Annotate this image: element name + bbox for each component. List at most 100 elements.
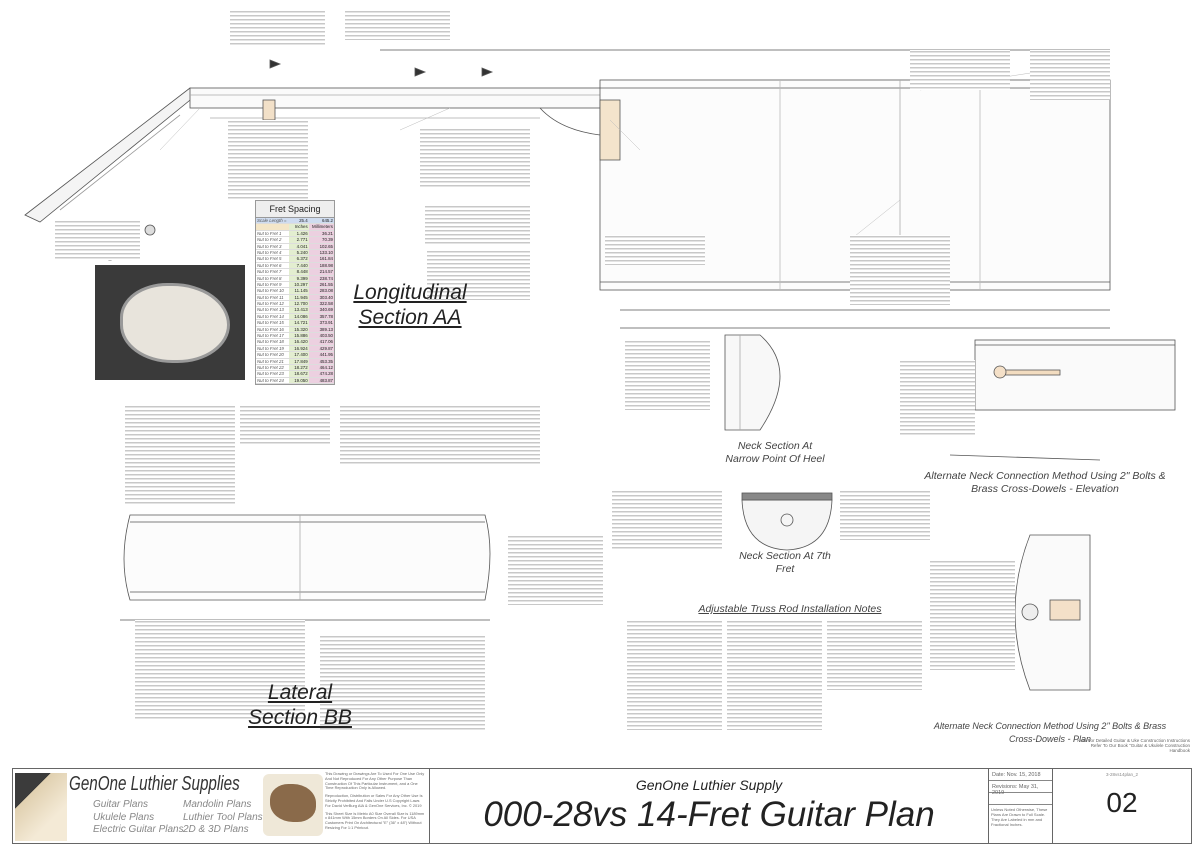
fret-label: Nut to Fret 22: [257, 364, 284, 370]
fret-mm: 373.91: [308, 320, 334, 326]
note-text: [230, 10, 325, 45]
detail-note: Note For Detailed Guitar & Uke Construct…: [1076, 738, 1190, 753]
fret-label: Nut to Fret 12: [257, 301, 284, 307]
plan-title: 000-28vs 14-Fret Guitar Plan: [483, 795, 935, 834]
fret-mm: 261.55: [308, 281, 334, 288]
link-mandolin-plans[interactable]: Mandolin Plans: [183, 799, 252, 810]
fret-mm: 453.35: [308, 358, 334, 364]
fret-inches: 8.448: [289, 269, 309, 275]
fret-mm: 474.28: [308, 371, 334, 377]
section-title-bb: Lateral Section BB: [248, 681, 352, 729]
caption-neck-7th: Neck Section At 7th Fret: [739, 550, 831, 575]
guitar-body-photo: [95, 265, 245, 380]
fret-label: Nut to Fret 5: [257, 256, 282, 262]
fret-mm: 483.87: [308, 377, 334, 384]
fret-inches: 11.145: [289, 288, 309, 294]
fret-inches: 19.050: [289, 377, 309, 384]
link-electric-guitar-plans[interactable]: Electric Guitar Plans: [93, 824, 184, 835]
fret-label: Nut to Fret 11: [257, 294, 284, 300]
fret-mm: 340.69: [308, 307, 334, 313]
fret-inches: 12.700: [289, 301, 309, 307]
fret-mm: 36.21: [308, 230, 334, 237]
note-text: [850, 235, 950, 305]
notice-sheet-size: This Sheet Size Is Metric A0 Size Overal…: [325, 810, 425, 830]
fret-label: Nut to Fret 20: [257, 352, 284, 358]
caption-alt-plan: Alternate Neck Connection Method Using 2…: [933, 721, 1167, 744]
body-lateral: [123, 514, 491, 601]
scale-inches: 25.4: [289, 218, 309, 224]
fret-inches: 18.272: [289, 364, 309, 371]
fret-mm: 303.40: [308, 294, 334, 301]
fret-mm: 214.57: [308, 269, 334, 275]
brand-name: GenOne Luthier Supplies: [69, 773, 240, 795]
fret-label: Nut to Fret 23: [257, 371, 284, 377]
neck: [189, 87, 611, 109]
fret-inches: 16.924: [289, 345, 309, 352]
fret-label: Nut to Fret 7: [257, 269, 282, 275]
revisions: Revisions: May 31, 2019: [989, 781, 1052, 796]
fret-label: Nut to Fret 13: [257, 307, 284, 313]
fret-mm: 357.78: [308, 313, 334, 320]
note-text: [840, 490, 930, 540]
link-2d-3d-plans[interactable]: 2D & 3D Plans: [183, 824, 249, 835]
fret-label: Nut to Fret 15: [257, 320, 284, 326]
caption-alt-elevation: Alternate Neck Connection Method Using 2…: [924, 470, 1166, 495]
fret-label: Nut to Fret 19: [257, 345, 284, 351]
note-text: [427, 250, 530, 300]
note-text: [320, 635, 485, 730]
link-ukulele-plans[interactable]: Ukulele Plans: [93, 811, 155, 823]
fret-mm: 238.74: [308, 275, 334, 281]
fret-label: Nut to Fret 16: [257, 326, 284, 332]
fret-label: Nut to Fret 4: [257, 249, 282, 255]
fret-label: Nut to Fret 6: [257, 262, 282, 268]
section-title-aa: Longitudinal Section AA: [353, 281, 467, 329]
fret-label: Nut to Fret 14: [257, 313, 284, 319]
fret-inches: 2.771: [289, 237, 309, 243]
note-text: [425, 205, 530, 245]
fret-mm: 283.08: [308, 288, 334, 294]
fret-inches: 9.399: [289, 275, 309, 281]
fret-mm: 70.39: [308, 237, 334, 243]
mold-photo: [263, 774, 323, 836]
fret-mm: 161.84: [308, 256, 334, 262]
fret-label: Nut to Fret 8: [257, 275, 282, 281]
fret-inches: 16.420: [289, 339, 309, 345]
fret-mm: 322.58: [308, 301, 334, 307]
neck-7th-fret: [741, 499, 833, 551]
note-text: [135, 620, 305, 720]
fret-label: Nut to Fret 3: [257, 243, 282, 249]
fret-inches: 7.440: [289, 262, 309, 269]
sheet-number: 02: [1106, 787, 1138, 818]
notice-usage: This Drawing or Drawings Are To Used For…: [325, 771, 425, 791]
fret-mm: 417.06: [308, 339, 334, 345]
col-mm: Millimeters: [308, 224, 334, 230]
fret-inches: 6.372: [289, 256, 309, 262]
note-text: [240, 405, 330, 445]
fret-inches: 13.413: [289, 307, 309, 313]
link-guitar-plans[interactable]: Guitar Plans: [93, 799, 149, 810]
link-luthier-tool-plans[interactable]: Luthier Tool Plans: [183, 811, 263, 823]
date: Date: Nov. 15, 2018: [989, 769, 1052, 781]
fret-inches: 14.721: [289, 320, 309, 326]
note-text: [228, 120, 308, 200]
fret-inches: 10.297: [289, 281, 309, 288]
fret-label: Nut to Fret 17: [257, 333, 284, 339]
